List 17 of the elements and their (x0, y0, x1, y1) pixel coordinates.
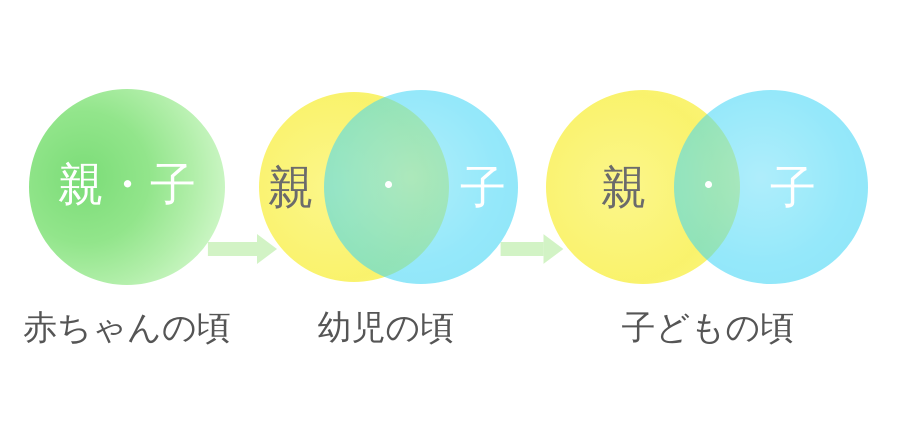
watercolor-circle (546, 90, 740, 284)
circle-label: 親 (601, 164, 647, 210)
watercolor-circle (259, 92, 449, 282)
stage-caption: 赤ちゃんの頃 (23, 311, 231, 345)
watercolor-circle (324, 90, 518, 284)
middle-dot-text: ・ (686, 164, 730, 208)
circle-label: 親 (268, 164, 314, 210)
stage-caption: 幼児の頃 (318, 311, 454, 345)
arrow (208, 234, 277, 264)
circle-label: 子 (460, 164, 506, 210)
watercolor-circle (29, 89, 225, 285)
watercolor-circle (674, 90, 868, 284)
circle-label: 親・子 (58, 161, 196, 207)
middle-dot-text: ・ (366, 164, 410, 208)
stage-caption: 子どもの頃 (622, 311, 794, 345)
circle-label: 子 (770, 164, 816, 210)
arrow (500, 234, 564, 264)
